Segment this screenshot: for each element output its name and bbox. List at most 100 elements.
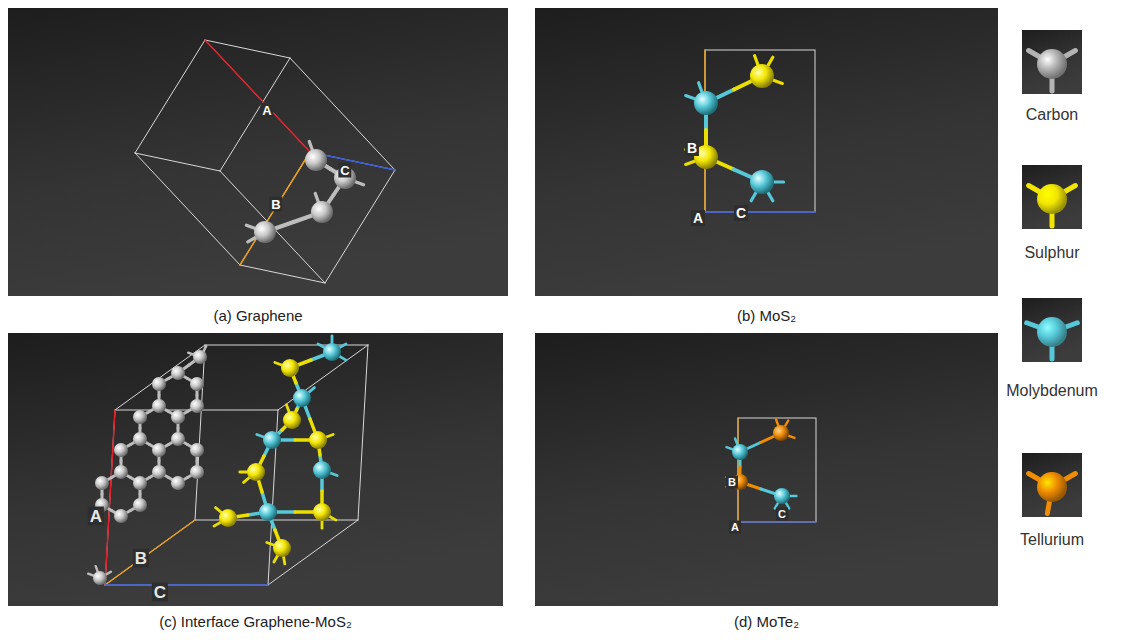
cell-edge: [105, 520, 195, 585]
legend-atom: [1022, 30, 1082, 94]
cell-edge: [195, 345, 205, 520]
structure-panel: (b) MoS₂: [535, 8, 998, 330]
atom: [193, 350, 207, 364]
panel-caption: (d) MoTe₂: [535, 612, 998, 632]
atom: [281, 359, 299, 377]
atom: [114, 443, 128, 457]
atom: [152, 443, 166, 457]
atom: [1037, 317, 1067, 347]
axis-label: B: [269, 197, 282, 212]
panel-caption: (a) Graphene: [8, 306, 508, 326]
axis-label: B: [726, 476, 738, 489]
cell-edge: [220, 58, 290, 171]
swatch-ground: [1022, 30, 1082, 94]
atom: [1037, 184, 1067, 214]
legend-swatch: [1022, 298, 1082, 362]
swatch-ground: [1022, 453, 1082, 517]
cell-edge: [290, 58, 395, 170]
cell-edge: [205, 40, 310, 152]
cell-edge: [135, 153, 220, 171]
structure-panel: (a) Graphene: [8, 8, 508, 330]
cell-edge: [738, 418, 816, 522]
atom: [247, 463, 265, 481]
axis-label: A: [729, 521, 741, 534]
atom: [774, 488, 790, 504]
cell-edge: [268, 520, 358, 585]
cell-edge: [240, 265, 325, 283]
legend-swatch: [1022, 30, 1082, 94]
cell-edge: [358, 345, 368, 520]
panel-caption: (b) MoS₂: [535, 306, 998, 326]
cell-edge: [220, 171, 325, 283]
cell-axis: [738, 521, 816, 522]
cell-edge: [135, 40, 205, 153]
cell-edge: [135, 153, 240, 265]
atom: [190, 465, 204, 479]
atom: [1037, 49, 1067, 79]
atom: [190, 377, 204, 391]
atom: [133, 498, 147, 512]
legend-label: Molybdenum: [1006, 381, 1098, 401]
structure-panel: (c) Interface Graphene-MoS₂: [8, 333, 503, 633]
atom: [1037, 472, 1067, 502]
atom: [152, 399, 166, 413]
atom: [309, 431, 327, 449]
atom: [750, 64, 774, 88]
atom: [254, 221, 276, 243]
atom: [93, 571, 107, 585]
atom: [259, 503, 277, 521]
legend-atom: [1022, 165, 1082, 229]
panel-ground: [535, 333, 998, 606]
axis-label: A: [88, 507, 104, 526]
panel-ground: [8, 333, 503, 606]
axis-label: B: [133, 549, 149, 568]
atom: [171, 366, 185, 380]
atom: [152, 465, 166, 479]
atom: [293, 389, 311, 407]
atom: [750, 170, 774, 194]
atom: [133, 476, 147, 490]
cell-axis: [704, 50, 706, 212]
legend-label: Sulphur: [1024, 243, 1079, 263]
atom: [133, 410, 147, 424]
cell-edge: [105, 585, 268, 586]
axis-label: C: [734, 205, 748, 221]
cell-axis: [105, 520, 195, 585]
axis-label: A: [691, 210, 705, 226]
panel-ground: [8, 8, 508, 296]
cell-edge: [205, 40, 290, 58]
atom: [95, 476, 109, 490]
atom: [273, 539, 291, 557]
atom: [133, 432, 147, 446]
cell-edge: [240, 152, 310, 265]
atom: [171, 432, 185, 446]
axis-label: B: [685, 140, 699, 156]
cell-edge: [325, 170, 395, 283]
legend-atom: [1022, 453, 1082, 517]
atom: [694, 91, 718, 115]
cell-axis: [240, 152, 310, 265]
atom: [773, 425, 789, 441]
legend-label: Carbon: [1026, 105, 1078, 125]
cell-axis: [205, 40, 310, 152]
cell-edge: [278, 345, 368, 410]
cell-axis: [705, 211, 815, 213]
atom: [313, 461, 331, 479]
atom: [152, 377, 166, 391]
legend-label: Tellurium: [1020, 530, 1084, 550]
legend-atom: [1022, 298, 1082, 362]
structure-panel: (d) MoTe₂: [535, 333, 998, 633]
panel-ground: [535, 8, 998, 296]
cell-edge: [705, 50, 815, 212]
atom: [305, 149, 327, 171]
atom: [114, 465, 128, 479]
axis-label: C: [338, 163, 351, 178]
atom: [313, 503, 331, 521]
atom: [323, 343, 341, 361]
axis-label: A: [260, 103, 273, 118]
atom: [171, 410, 185, 424]
cell-axis: [737, 418, 738, 522]
atom: [190, 399, 204, 413]
atom: [263, 431, 281, 449]
